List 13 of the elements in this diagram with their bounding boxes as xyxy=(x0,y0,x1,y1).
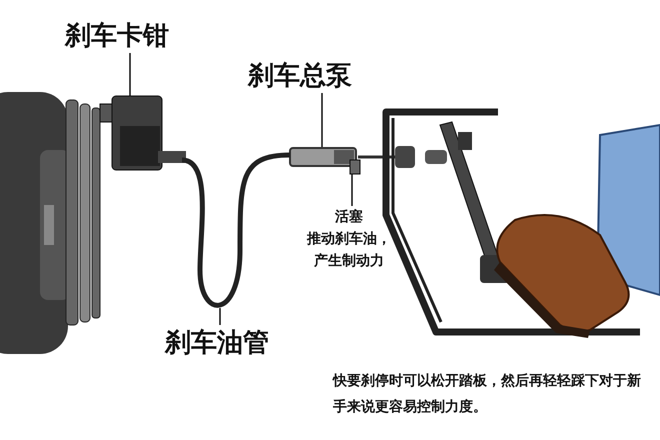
leader-line xyxy=(351,174,353,206)
part-label: 刹车油管 xyxy=(165,327,270,360)
leader-line xyxy=(129,53,131,96)
part-label: 推动刹车油，产生制动力 xyxy=(306,230,392,271)
part-label: 刹车总泵 xyxy=(248,60,353,93)
note-text: 快要刹停时可以松开踏板，然后再轻轻踩下对于新手来说更容易控制力度。 xyxy=(333,372,642,417)
part-label: 刹车卡钳 xyxy=(65,20,170,53)
piston-drawing xyxy=(350,160,360,174)
part-label: 活塞 xyxy=(334,208,364,227)
master-cylinder-drawing xyxy=(290,148,356,166)
leader-line xyxy=(219,308,221,325)
brake-hose-drawing xyxy=(180,152,292,308)
leader-line xyxy=(321,93,323,148)
